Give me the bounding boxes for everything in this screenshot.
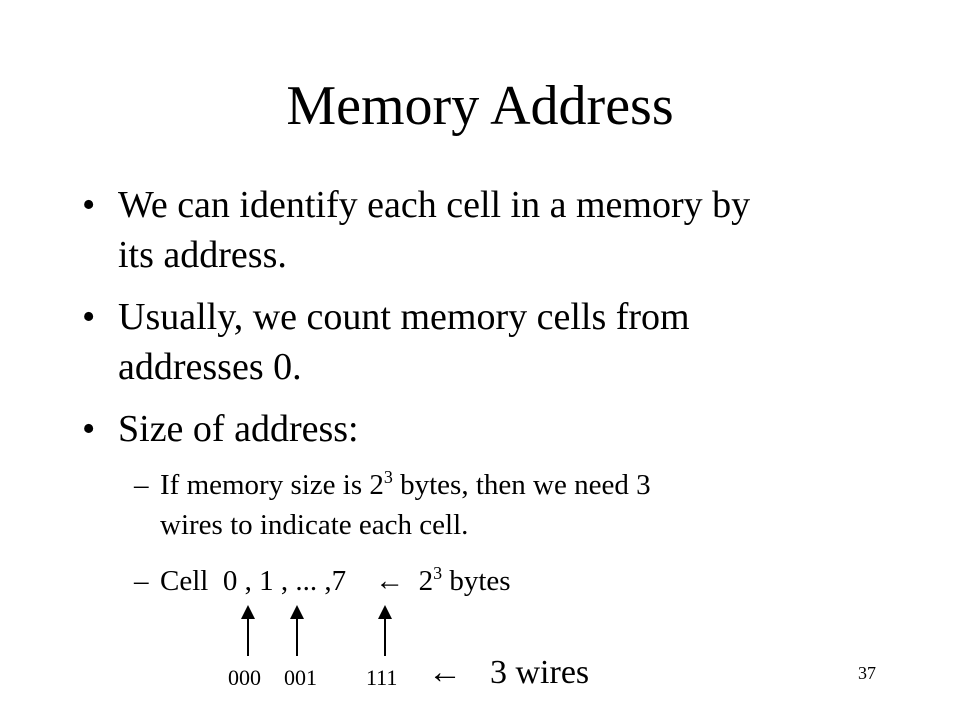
left-arrow-icon: ← xyxy=(428,654,462,691)
bytes-base: 2 xyxy=(418,565,434,597)
bytes-exponent: 3 xyxy=(433,563,443,584)
bullet-marker: • xyxy=(82,184,96,226)
sub-bullet-1-line-1: If memory size is 23 bytes, then we need… xyxy=(160,466,840,507)
left-arrow-icon: ← xyxy=(375,565,405,597)
wire-label: 000 xyxy=(228,665,261,690)
bullet-2-line-2: addresses 0. xyxy=(118,346,302,388)
bullet-marker: • xyxy=(82,296,96,338)
wire-label: 111 xyxy=(366,665,398,690)
slide-title: Memory Address xyxy=(286,75,674,137)
bullet-marker: • xyxy=(82,408,96,450)
wire-label: 001 xyxy=(284,665,317,690)
memory-size-suffix: bytes, then we need 3 xyxy=(392,469,651,501)
sub-bullet-2-line: Cell 0 , 1 , ... ,7 ← 23 bytes xyxy=(160,562,840,603)
cell-label: Cell xyxy=(160,565,209,597)
bullet-3-line-1: Size of address: xyxy=(118,408,359,450)
sub-bullet-marker: – xyxy=(134,565,149,597)
wire-count: 3 wires xyxy=(490,654,590,691)
bullet-1-line-2: its address. xyxy=(118,234,287,276)
sub-bullet-1-line-2: wires to indicate each cell. xyxy=(160,509,469,541)
memory-size-prefix: If memory size is 2 xyxy=(160,469,384,501)
cell-values: 0 , 1 , ... ,7 xyxy=(222,565,347,597)
sub-bullet-marker: – xyxy=(134,469,149,501)
bytes-unit: bytes xyxy=(442,565,511,597)
page-number: 37 xyxy=(858,663,876,683)
memory-size-exponent: 3 xyxy=(383,467,393,488)
bullet-2-line-1: Usually, we count memory cells from xyxy=(118,296,690,338)
bullet-1-line-1: We can identify each cell in a memory by xyxy=(118,184,751,226)
